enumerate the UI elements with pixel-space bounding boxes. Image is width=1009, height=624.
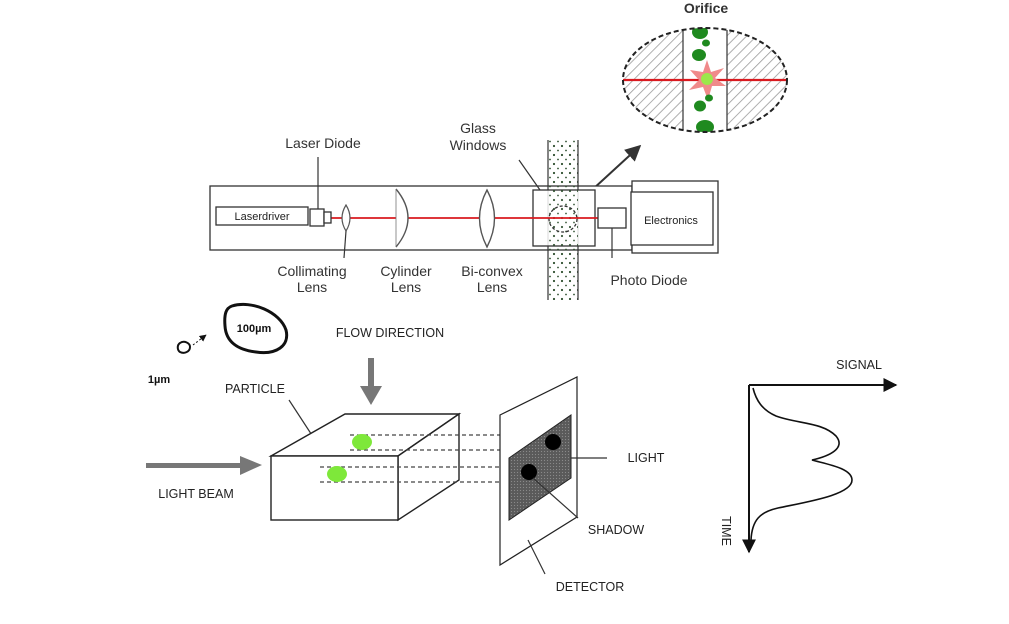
orifice-particle — [705, 94, 713, 102]
laser-diode — [309, 208, 325, 227]
cylinder-lens-label-1: Cylinder — [380, 263, 432, 279]
signal-label: SIGNAL — [836, 358, 882, 372]
orifice-particle — [702, 39, 710, 47]
sensor-cross-section: Orifice Laserdriver Laser Diode Collima — [209, 0, 788, 300]
particle-rear — [352, 434, 372, 450]
shadow-spot — [521, 464, 537, 480]
laserdriver-label: Laserdriver — [234, 211, 289, 223]
signal-graph: SIGNAL TIME — [719, 358, 898, 554]
shadow-detection-diagram: 100µm 1µm FLOW DIRECTION PARTICLE LIGHT … — [146, 303, 898, 594]
orifice-particle — [694, 100, 706, 112]
electronics-label: Electronics — [644, 215, 698, 227]
light-beam-label: LIGHT BEAM — [158, 487, 233, 501]
large-particle-outline — [223, 303, 289, 355]
biconvex-lens-label-1: Bi-convex — [461, 263, 522, 279]
laserdriver-box — [215, 206, 309, 226]
orifice-particle — [696, 120, 714, 132]
biconvex-lens — [478, 188, 496, 249]
flow-direction-arrow-icon — [360, 358, 382, 405]
time-label: TIME — [719, 516, 733, 546]
illuminated-particle — [701, 73, 713, 85]
shadow-spot — [545, 434, 561, 450]
glass-windows-label-2: Windows — [450, 137, 507, 153]
detector-label: DETECTOR — [556, 580, 625, 594]
size-small-label: 1µm — [148, 374, 170, 386]
glass-windows-label-1: Glass — [460, 120, 496, 136]
signal-curve — [750, 387, 853, 541]
size-compare-arrow — [192, 334, 207, 346]
cylinder-lens — [395, 188, 409, 248]
small-particle-outline — [176, 340, 192, 354]
collimating-lens-label-2: Lens — [297, 279, 327, 295]
biconvex-lens-label-2: Lens — [477, 279, 507, 295]
orifice-label: Orifice — [684, 0, 729, 16]
photo-diode-label: Photo Diode — [610, 272, 687, 288]
light-label: LIGHT — [628, 451, 665, 465]
size-large-label: 100µm — [237, 323, 272, 335]
detector-leader — [527, 539, 546, 575]
particle-front — [327, 466, 347, 482]
shadow-label: SHADOW — [588, 523, 644, 537]
particle-label: PARTICLE — [225, 382, 285, 396]
glass-windows-leader — [518, 159, 541, 191]
orifice-particle — [692, 49, 706, 61]
orifice-marker — [548, 205, 578, 233]
electronics-box — [630, 191, 714, 246]
collimating-lens-label-1: Collimating — [277, 263, 346, 279]
cylinder-lens-label-2: Lens — [391, 279, 421, 295]
flow-direction-label: FLOW DIRECTION — [336, 326, 444, 340]
shadow-leader — [532, 477, 579, 519]
light-beam-arrow-icon — [146, 456, 262, 475]
orifice-magnified-view: Orifice — [622, 0, 788, 133]
laser-diode-label: Laser Diode — [285, 135, 361, 151]
photo-diode — [597, 207, 627, 229]
orifice-particle — [692, 28, 708, 39]
